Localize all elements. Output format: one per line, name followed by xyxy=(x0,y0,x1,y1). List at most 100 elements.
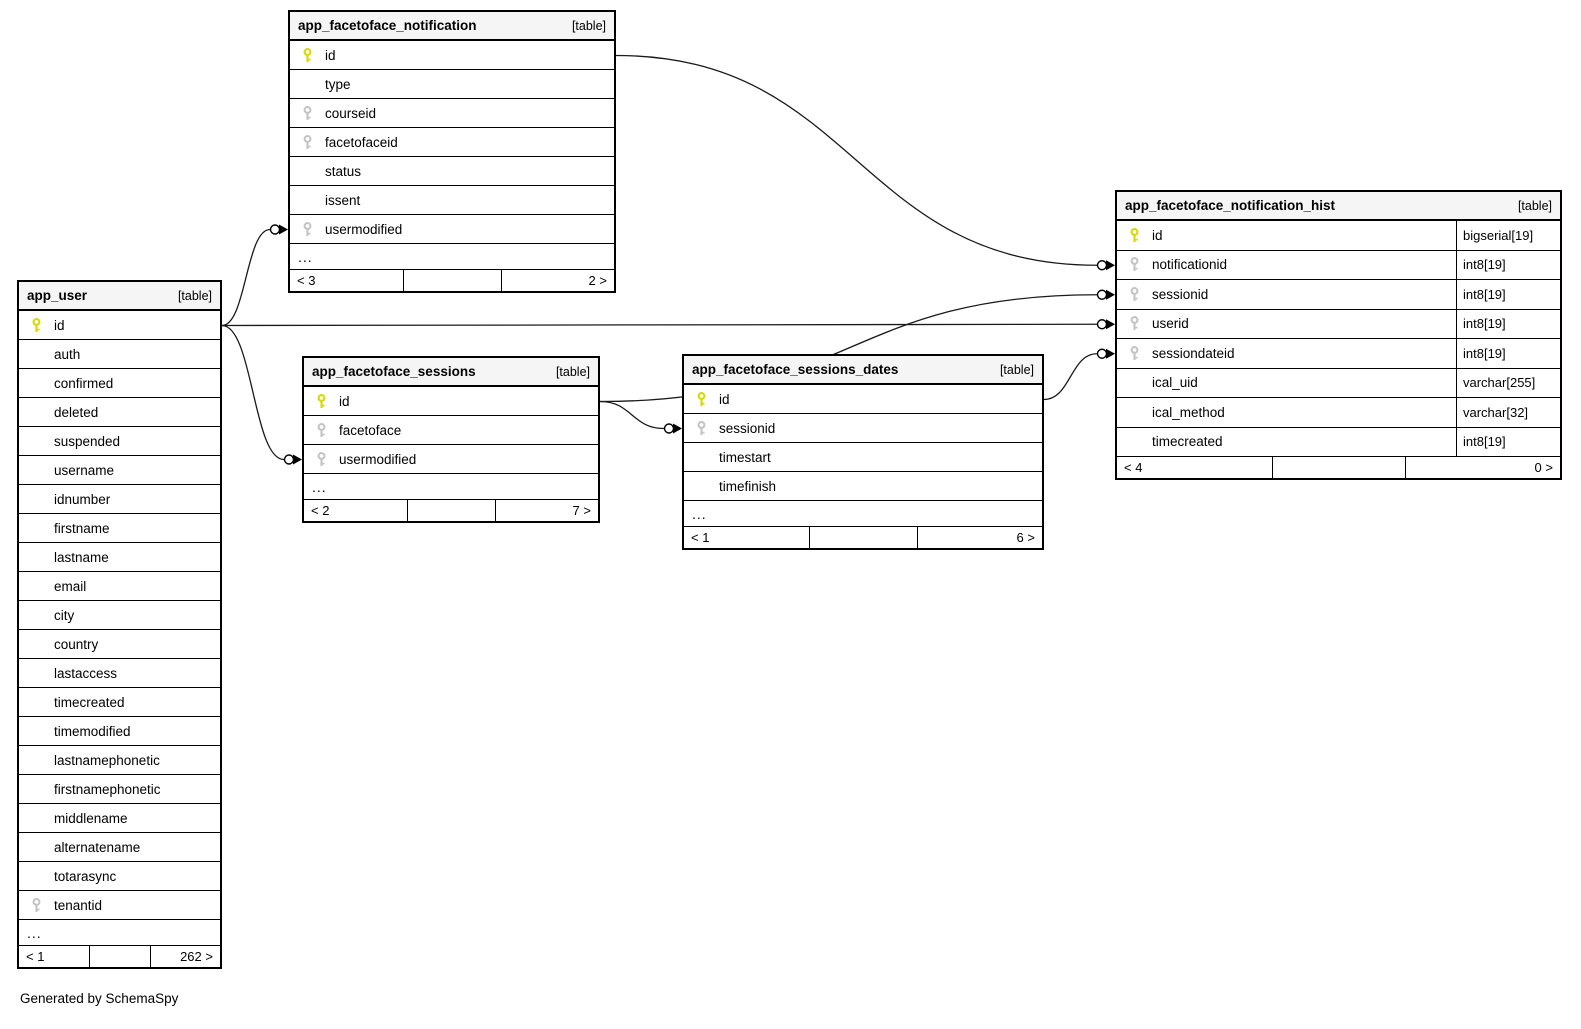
column-row-courseid: courseid xyxy=(290,99,614,128)
table-app_facetoface_notification_hist[interactable]: app_facetoface_notification_hist[table]i… xyxy=(1115,190,1562,480)
foreign-key-icon xyxy=(304,451,328,467)
arrowhead xyxy=(1106,289,1115,300)
column-row-firstnamephonetic: firstnamephonetic xyxy=(19,775,220,804)
column-name: notificationid xyxy=(1152,257,1228,273)
column-row-country: country xyxy=(19,630,220,659)
relationship-line xyxy=(221,323,1098,327)
column-row-sessionid: sessionid int8[19] xyxy=(1117,280,1560,310)
column-name: timecreated xyxy=(1152,434,1223,450)
footer-left-count: < 1 xyxy=(26,949,45,964)
table-title[interactable]: app_facetoface_notification_hist xyxy=(1125,198,1336,213)
footer-right-count: 0 > xyxy=(1404,457,1560,478)
schemaspy-credit: Generated by SchemaSpy xyxy=(20,991,179,1006)
footer-middle-cell xyxy=(89,946,149,967)
column-name: middlename xyxy=(54,810,128,826)
column-name: usermodified xyxy=(325,221,403,237)
relationship-app_user.id-to-app_facetoface_notification_hist.userid xyxy=(221,319,1115,330)
table-type-badge: [table] xyxy=(177,288,212,303)
column-row-totarasync: totarasync xyxy=(19,862,220,891)
column-row-status: status xyxy=(290,157,614,186)
column-row-middlename: middlename xyxy=(19,804,220,833)
relationship-app_facetoface_sessions_dates.id-to-app_facetoface_notification_hist.sessiondateid xyxy=(1043,348,1115,401)
column-name: type xyxy=(325,76,351,92)
table-title[interactable]: app_facetoface_sessions xyxy=(312,364,476,379)
zero-or-one-circle xyxy=(663,423,675,434)
column-name: username xyxy=(54,462,115,478)
column-name: facetofaceid xyxy=(325,134,398,150)
column-row-usermodified: usermodified xyxy=(290,215,614,244)
column-name: lastnamephonetic xyxy=(54,752,160,768)
truncated-columns-indicator: ... xyxy=(304,474,598,500)
relationship-line xyxy=(221,228,271,327)
column-row-alternatename: alternatename xyxy=(19,833,220,862)
column-row-id: id xyxy=(290,41,614,70)
column-row-facetofaceid: facetofaceid xyxy=(290,128,614,157)
table-type-badge: [table] xyxy=(555,364,590,379)
column-name: usermodified xyxy=(339,451,417,467)
zero-or-one-circle xyxy=(1096,260,1108,271)
column-name: sessionid xyxy=(1152,286,1209,302)
column-type: int8[19] xyxy=(1456,280,1560,309)
column-name: tenantid xyxy=(54,897,103,913)
arrowhead xyxy=(279,224,288,235)
column-row-auth: auth xyxy=(19,340,220,369)
foreign-key-icon xyxy=(19,897,43,913)
zero-or-one-circle xyxy=(1096,319,1108,330)
column-row-idnumber: idnumber xyxy=(19,485,220,514)
column-name: alternatename xyxy=(54,839,141,855)
primary-key-icon xyxy=(304,393,328,409)
column-name: auth xyxy=(54,346,81,362)
column-row-confirmed: confirmed xyxy=(19,369,220,398)
arrowhead xyxy=(1106,319,1115,330)
primary-key-icon xyxy=(19,317,43,333)
column-row-deleted: deleted xyxy=(19,398,220,427)
table-title[interactable]: app_facetoface_sessions_dates xyxy=(692,362,899,377)
column-row-suspended: suspended xyxy=(19,427,220,456)
zero-or-one-circle xyxy=(1096,348,1108,359)
table-header: app_facetoface_notification_hist[table] xyxy=(1117,192,1560,221)
column-row-timemodified: timemodified xyxy=(19,717,220,746)
column-name: country xyxy=(54,636,99,652)
column-name: id xyxy=(719,391,730,407)
column-type: int8[19] xyxy=(1456,427,1560,456)
relationship-line xyxy=(1043,353,1098,401)
column-name: id xyxy=(1152,227,1163,243)
column-row-usermodified: usermodified xyxy=(304,445,598,474)
column-name: deleted xyxy=(54,404,99,420)
column-name: email xyxy=(54,578,87,594)
column-row-id: id xyxy=(304,387,598,416)
table-title[interactable]: app_facetoface_notification xyxy=(298,18,477,33)
table-title[interactable]: app_user xyxy=(27,288,88,303)
column-name: confirmed xyxy=(54,375,114,391)
column-row-city: city xyxy=(19,601,220,630)
column-name: ical_method xyxy=(1152,404,1225,420)
column-row-type: type xyxy=(290,70,614,99)
footer-right-count: 6 > xyxy=(916,527,1042,548)
truncated-columns-indicator: ... xyxy=(19,920,220,946)
foreign-key-icon xyxy=(290,221,314,237)
column-type: varchar[255] xyxy=(1456,368,1560,397)
column-type: bigserial[19] xyxy=(1456,221,1560,250)
footer-middle-cell xyxy=(1272,457,1405,478)
column-name: lastname xyxy=(54,549,109,565)
column-type: int8[19] xyxy=(1456,339,1560,368)
column-name: firstname xyxy=(54,520,110,536)
table-header: app_facetoface_sessions [table] xyxy=(304,358,598,387)
footer-right-count: 7 > xyxy=(495,500,598,521)
column-name: timemodified xyxy=(54,723,131,739)
column-name: timefinish xyxy=(719,478,777,494)
column-name: issent xyxy=(325,192,361,208)
zero-or-one-circle xyxy=(1096,289,1108,300)
column-row-lastname: lastname xyxy=(19,543,220,572)
